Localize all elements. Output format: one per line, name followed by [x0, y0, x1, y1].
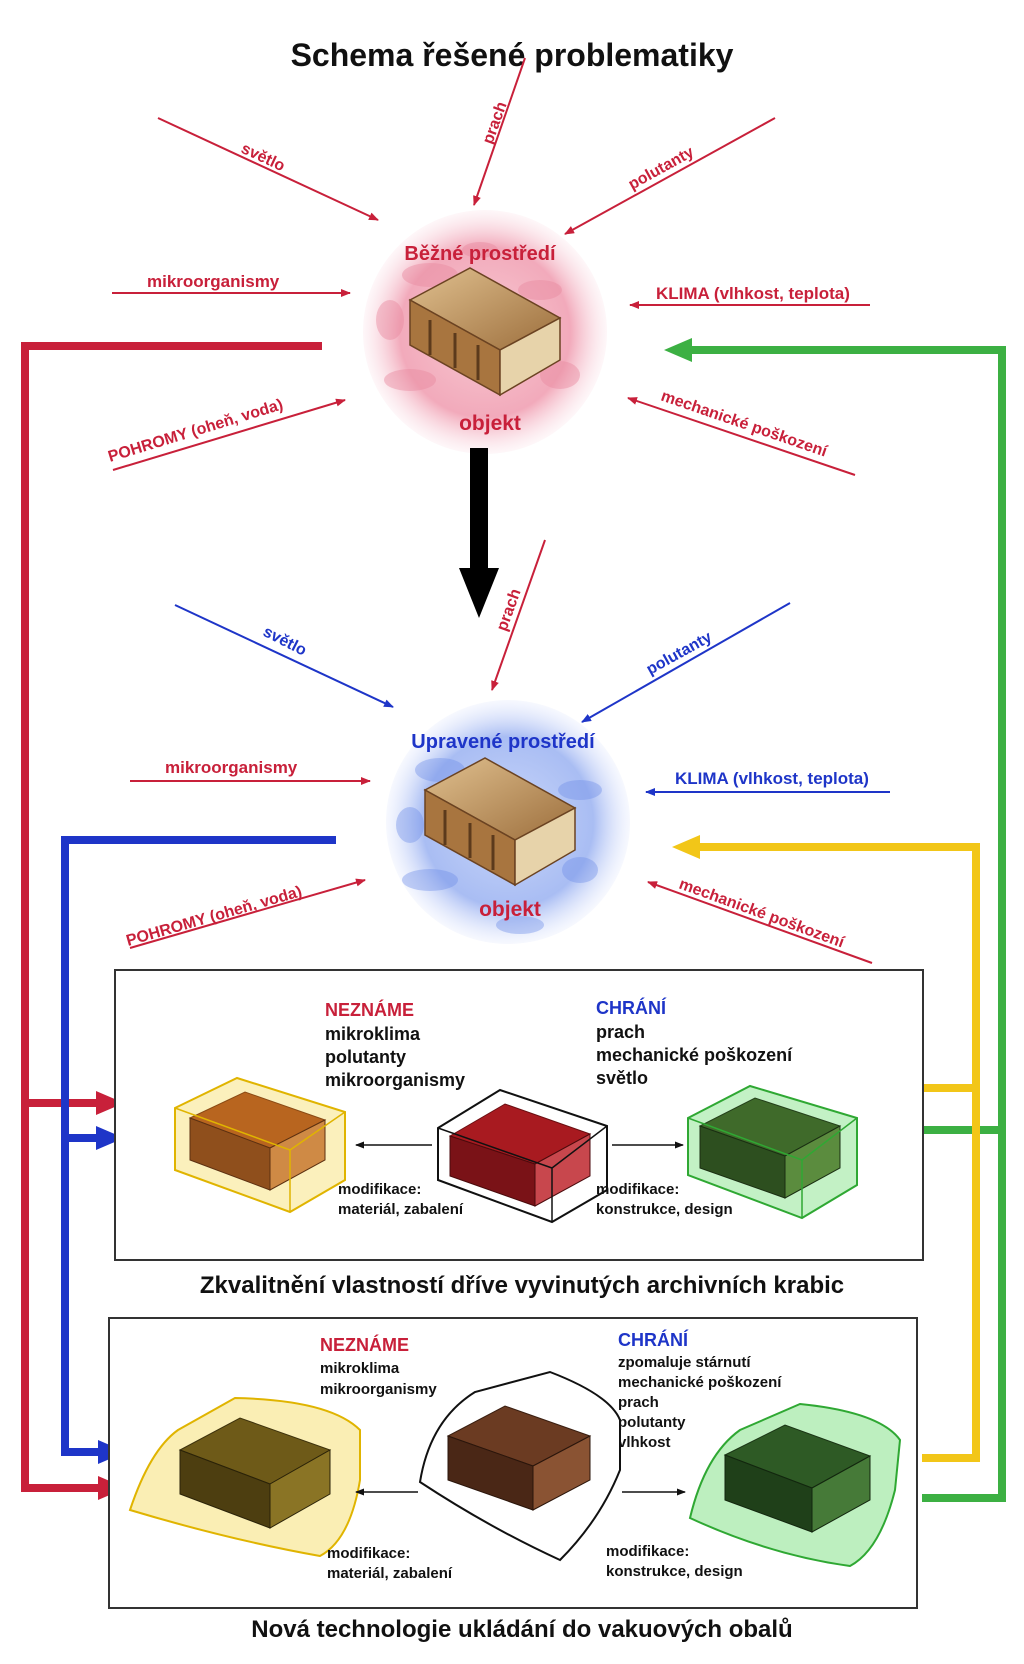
box1-mod-left: modifikace: — [338, 1181, 421, 1198]
green-feedback-line — [690, 346, 1006, 1134]
blue-feedback-line — [61, 836, 336, 1456]
green-branch-box2 — [922, 1130, 1006, 1502]
blue-arrowhead-box1 — [96, 1126, 124, 1150]
box2-yellow-vacuum-pouch — [128, 1396, 361, 1558]
top-disasters-label: POHROMY (oheň, voda) — [106, 396, 285, 465]
top-object-label: objekt — [459, 412, 521, 435]
box2-protects-item: vlhkost — [618, 1434, 671, 1451]
middle-disasters-arrow — [129, 878, 366, 949]
top-dust-arrow — [473, 57, 526, 206]
box2-green-vacuum-pouch — [688, 1402, 902, 1568]
red-feedback-line — [21, 342, 322, 1492]
box2-unknown-item: mikroorganismy — [320, 1381, 437, 1398]
middle-light-arrow — [174, 604, 394, 708]
top-pollutants-arrow — [564, 117, 776, 235]
yellow-branch-box2 — [922, 1088, 980, 1462]
middle-pollutants-label: polutanty — [644, 629, 715, 679]
box1-black-archive-box — [437, 1088, 608, 1224]
top-pollutants-label: polutanty — [626, 144, 697, 194]
box2-protects-title: CHRÁNÍ — [618, 1329, 689, 1350]
box1-mod-left: materiál, zabalení — [338, 1201, 464, 1218]
box2-unknown-item: mikroklima — [320, 1360, 400, 1377]
box2-protects-item: prach — [618, 1394, 659, 1411]
middle-book-icon — [423, 757, 577, 887]
box1-green-archive-box — [687, 1084, 858, 1220]
top-light-label: světlo — [238, 140, 287, 175]
middle-mechanical-label: mechanické poškození — [677, 876, 847, 952]
box2: NEZNÁME mikroklima mikroorganismy CHRÁNÍ… — [108, 1317, 918, 1609]
middle-object-label: objekt — [479, 898, 541, 921]
box1-unknown-title: NEZNÁME — [325, 999, 414, 1020]
yellow-arrowhead — [672, 835, 700, 859]
middle-environment-label: Upravené prostředí — [411, 731, 596, 753]
box2-mod-right: modifikace: — [606, 1543, 689, 1560]
box2-mod-left: materiál, zabalení — [327, 1565, 453, 1582]
top-environment-label: Běžné prostředí — [404, 243, 557, 265]
top-disasters-arrow — [112, 398, 346, 471]
green-arrowhead — [664, 338, 692, 362]
box1-mod-right: modifikace: — [596, 1181, 679, 1198]
box2-mod-right: konstrukce, design — [606, 1563, 743, 1580]
top-climate-label: KLIMA (vlhkost, teplota) — [656, 284, 850, 303]
middle-climate-label: KLIMA (vlhkost, teplota) — [675, 769, 869, 788]
top-dust-label: prach — [480, 100, 511, 147]
top-mechanical-arrow — [627, 397, 856, 476]
middle-light-label: světlo — [260, 623, 309, 659]
box2-caption: Nová technologie ukládání do vakuových o… — [251, 1616, 792, 1643]
box1-unknown-item: mikroklima — [325, 1024, 421, 1044]
top-cloud-texture — [376, 242, 580, 391]
box1-mod-right: konstrukce, design — [596, 1201, 733, 1218]
box1-yellow-archive-box — [174, 1076, 346, 1214]
top-microorganisms-label: mikroorganismy — [147, 272, 280, 291]
middle-pollutants-arrow — [581, 602, 791, 723]
box2-mod-left: modifikace: — [327, 1545, 410, 1562]
box1-protects-title: CHRÁNÍ — [596, 997, 667, 1018]
box1-unknown-item: polutanty — [325, 1047, 406, 1067]
yellow-feedback-line — [698, 843, 980, 1092]
red-arrowhead-box1 — [96, 1091, 124, 1115]
transition-arrow — [459, 448, 499, 618]
middle-dust-arrow — [491, 539, 546, 691]
box1-caption: Zkvalitnění vlastností dříve vyvinutých … — [200, 1272, 844, 1299]
top-mechanical-label: mechanické poškození — [659, 388, 830, 461]
middle-microorganisms-label: mikroorganismy — [165, 758, 298, 777]
middle-cloud-texture — [396, 758, 602, 934]
box1-protects-item: prach — [596, 1022, 645, 1042]
box1-protects-item: mechanické poškození — [596, 1045, 793, 1065]
box1-protects-item: světlo — [596, 1068, 648, 1088]
box2-black-vacuum-pouch — [418, 1370, 621, 1562]
box2-protects-item: zpomaluje stárnutí — [618, 1354, 751, 1371]
middle-environment: Upravené prostředí objekt světlo prach p… — [124, 539, 890, 964]
box2-protects-item: polutanty — [618, 1414, 686, 1431]
middle-disasters-label: POHROMY (oheň, voda) — [124, 883, 304, 949]
diagram-title: Schema řešené problematiky — [291, 37, 734, 73]
box2-unknown-title: NEZNÁME — [320, 1334, 409, 1355]
top-environment: Běžné prostředí objekt světlo prach polu… — [106, 57, 870, 476]
middle-mechanical-arrow — [647, 881, 873, 964]
top-book-icon — [408, 267, 562, 397]
top-light-arrow — [157, 117, 379, 221]
box1: NEZNÁME mikroklima polutanty mikroorgani… — [114, 969, 924, 1261]
box2-protects-item: mechanické poškození — [618, 1374, 782, 1391]
box1-unknown-item: mikroorganismy — [325, 1070, 465, 1090]
